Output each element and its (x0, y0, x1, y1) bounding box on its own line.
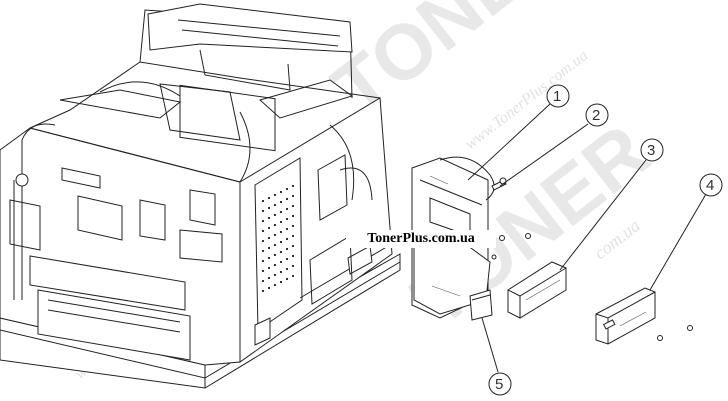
vent-grid (262, 185, 294, 292)
callout-4-number: 4 (706, 177, 714, 194)
callout-2-number: 2 (592, 107, 600, 124)
callout-5-circle (488, 372, 512, 396)
callout-2-leader (499, 123, 589, 187)
printer-body (0, 3, 401, 389)
callout-4-circle (699, 173, 723, 197)
callout-1-circle (546, 84, 570, 108)
part-4-board (595, 287, 656, 345)
site-label: TonerPlus.com.ua (346, 230, 496, 248)
part-3-module (507, 261, 567, 319)
callout-1-number: 1 (553, 88, 561, 105)
callouts: 1 2 3 4 5 (467, 84, 723, 396)
callout-3-circle (640, 138, 664, 162)
callout-5-leader (481, 317, 499, 373)
part-5-bracket (469, 289, 493, 321)
callout-3-number: 3 (647, 142, 655, 159)
small-screws (491, 233, 693, 341)
callout-2-circle (585, 103, 609, 127)
callout-1-leader (467, 103, 551, 181)
callout-5-number: 5 (495, 376, 503, 393)
callout-4-leader (649, 193, 707, 291)
callout-3-leader (559, 159, 647, 271)
